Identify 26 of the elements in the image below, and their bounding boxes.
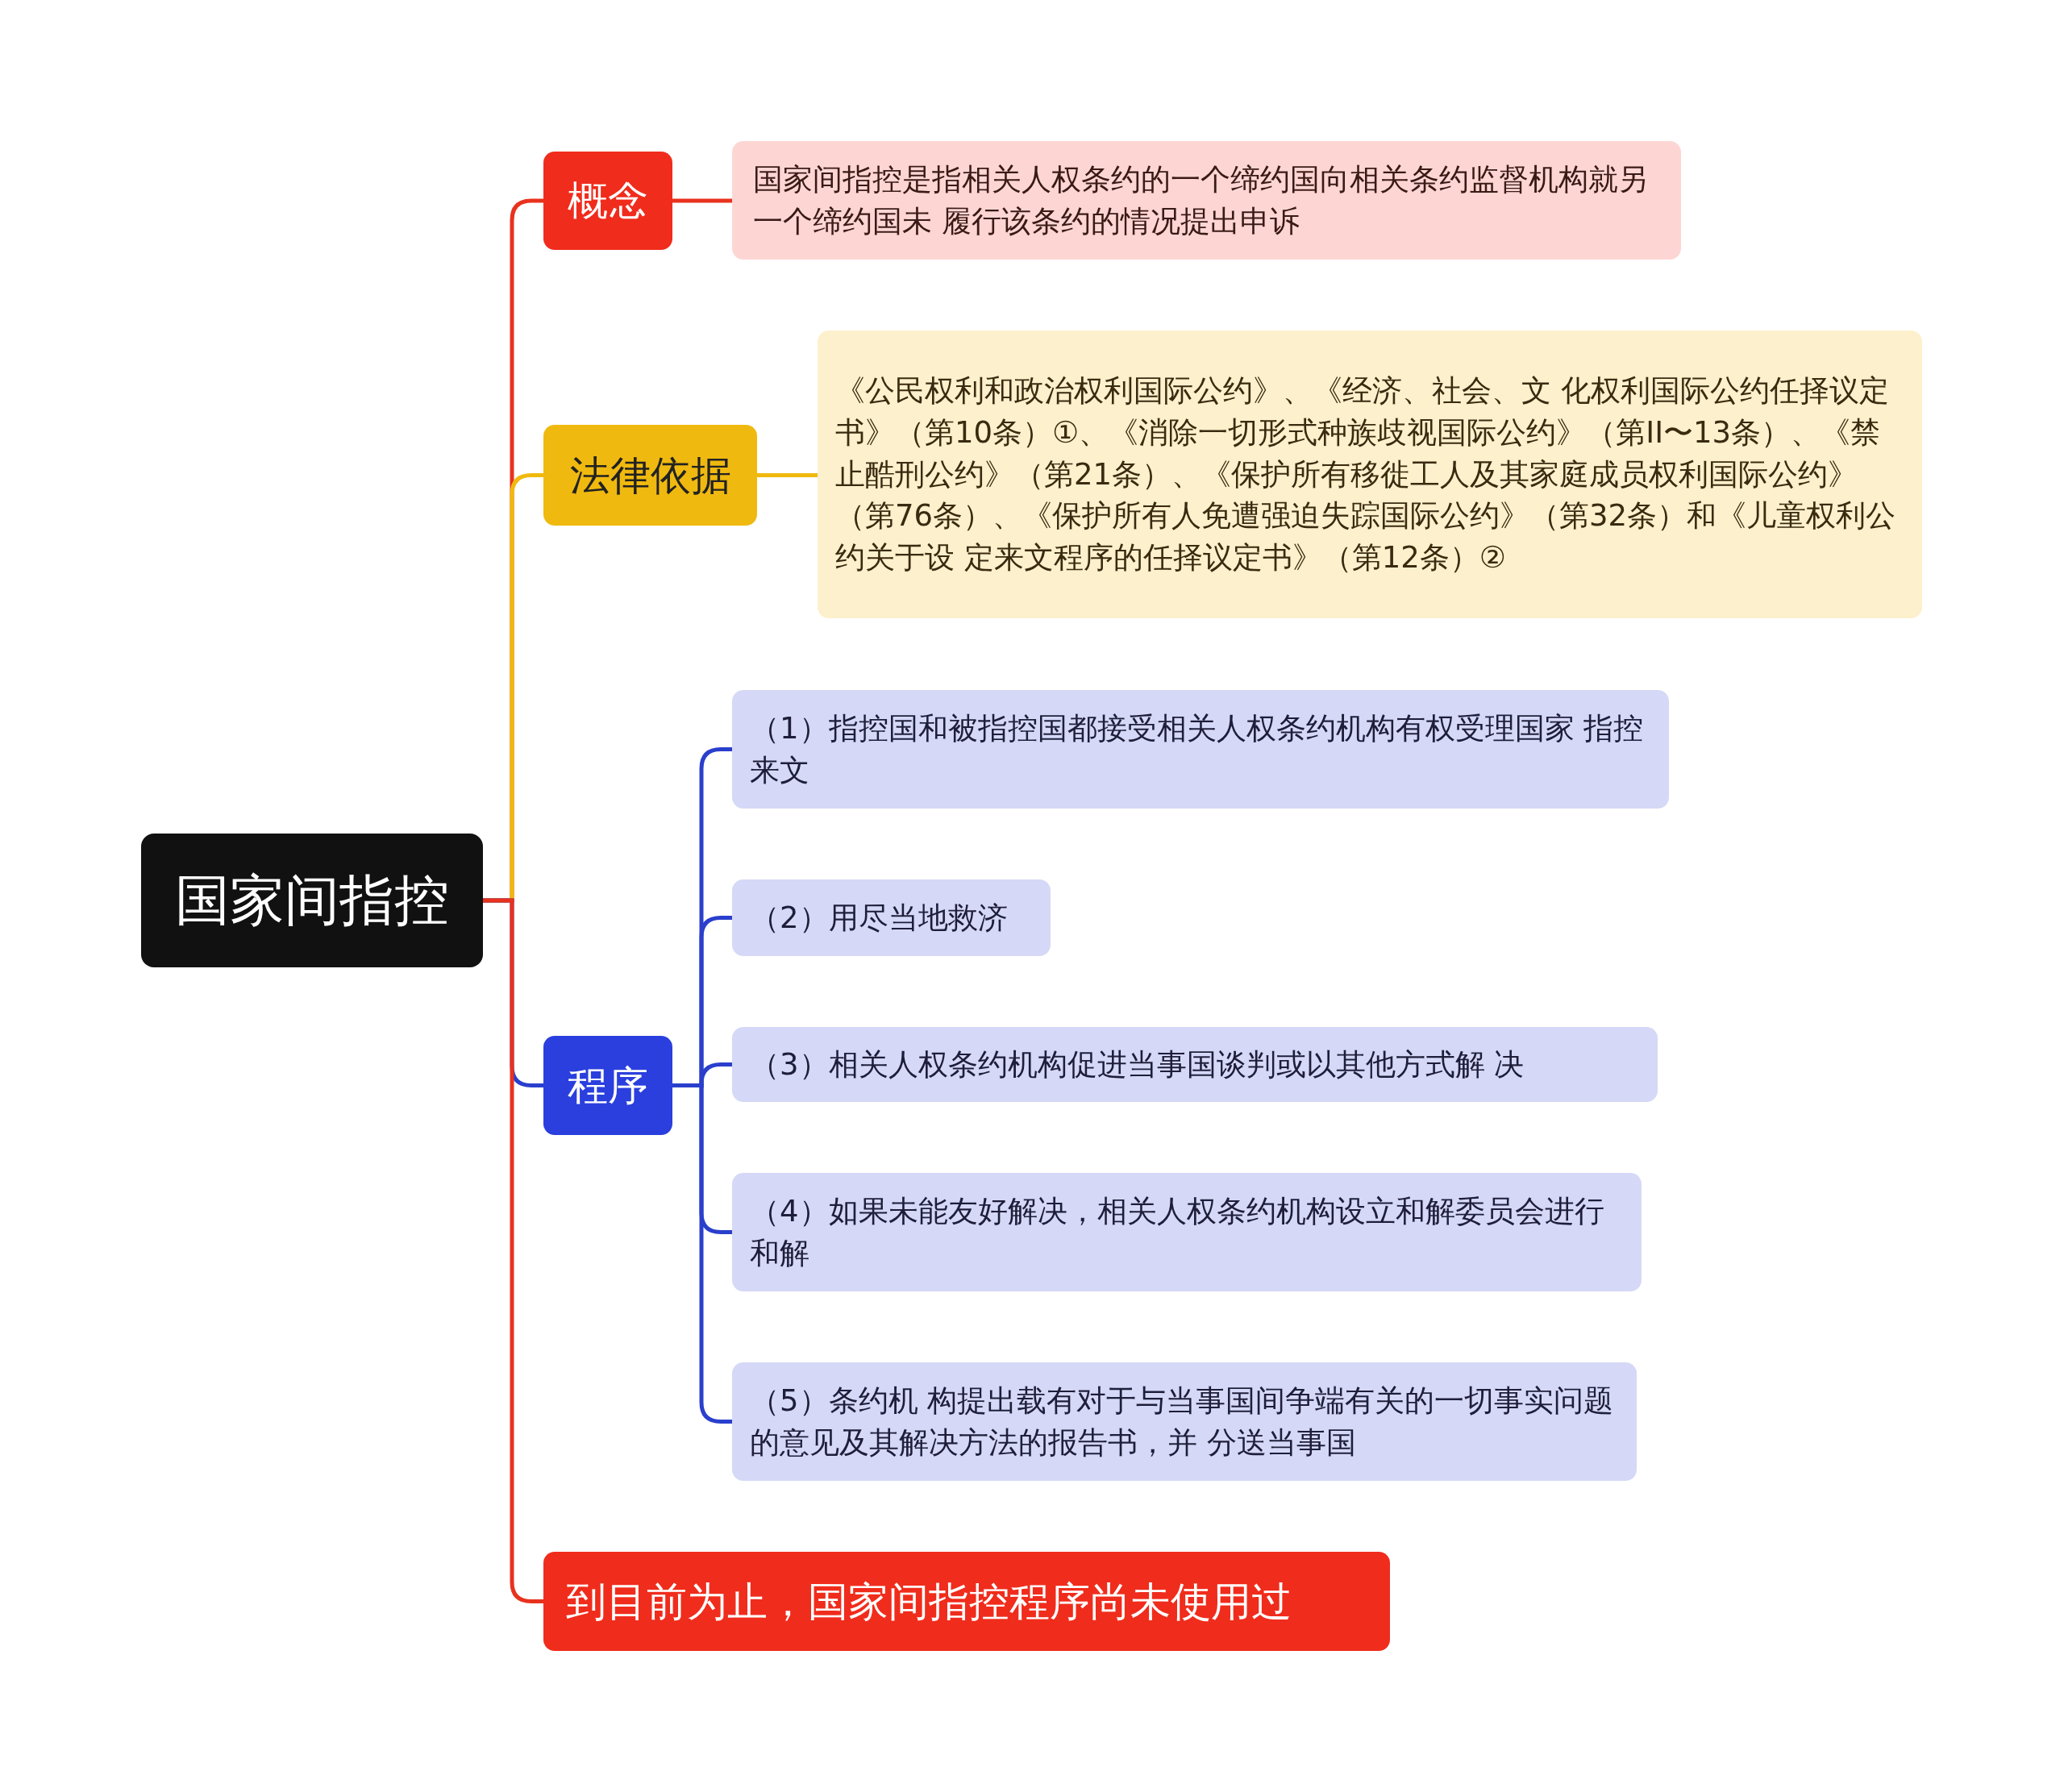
detail-box — [818, 331, 1922, 618]
connector-line — [757, 473, 818, 477]
node-text: 概念 — [568, 177, 648, 226]
node-text: 程序 — [568, 1061, 648, 1111]
topic-box — [543, 152, 672, 250]
node-text: 法律依据 — [569, 451, 731, 501]
step-box — [732, 1173, 1642, 1291]
node-text: 国家间指控 — [175, 867, 449, 934]
node-text: 《公民权利和政治权利国际公约》、《经济、社会、文 化权利国际公约任择议定书》（第10条）①、《消除一切形式种族歧视国际公约》（第II〜13条）、《禁止酷刑公约》（第21条）、《保护所有移徙工人及其家庭成员权利国际公约》（第76条）、《保护所有人免遭强迫失踪国际公约》（第32条）和《儿童权利公约关于设 定来文程序的任择议定书》（第12条）② — [835, 372, 1897, 577]
detail-box — [732, 141, 1681, 260]
step-box — [732, 1362, 1637, 1481]
topic-box — [543, 425, 757, 526]
node-text: （1）指控国和被指控国都接受相关人权条约机构有权受理国家 指控来文 — [750, 709, 1645, 789]
topic-box — [543, 1036, 672, 1135]
step-box — [732, 1027, 1658, 1102]
step-box — [732, 879, 1051, 956]
connector-line — [672, 198, 732, 203]
note-box — [543, 1552, 1390, 1651]
node-text: （5）条约机 构提出载有对于与当事国间争端有关的一切事实问题的意见及其解决方法的报告书，并 分送当事国 — [750, 1382, 1615, 1461]
node-text: 国家间指控是指相关人权条约的一个缔约国向相关条约监督机构就另一个缔约国未 履行该条约的情况提出申诉 — [753, 160, 1649, 240]
node-text: （3）相关人权条约机构促进当事国谈判或以其他方式解 决 — [750, 1046, 1525, 1083]
node-text: 到目前为止，国家间指控程序尚未使用过 — [566, 1577, 1292, 1627]
node-text: （2）用尽当地救济 — [750, 899, 1008, 937]
root-topic — [141, 834, 483, 967]
node-text: （4）如果未能友好解决，相关人权条约机构设立和解委员会进行和解 — [750, 1192, 1605, 1272]
step-box — [732, 690, 1669, 809]
